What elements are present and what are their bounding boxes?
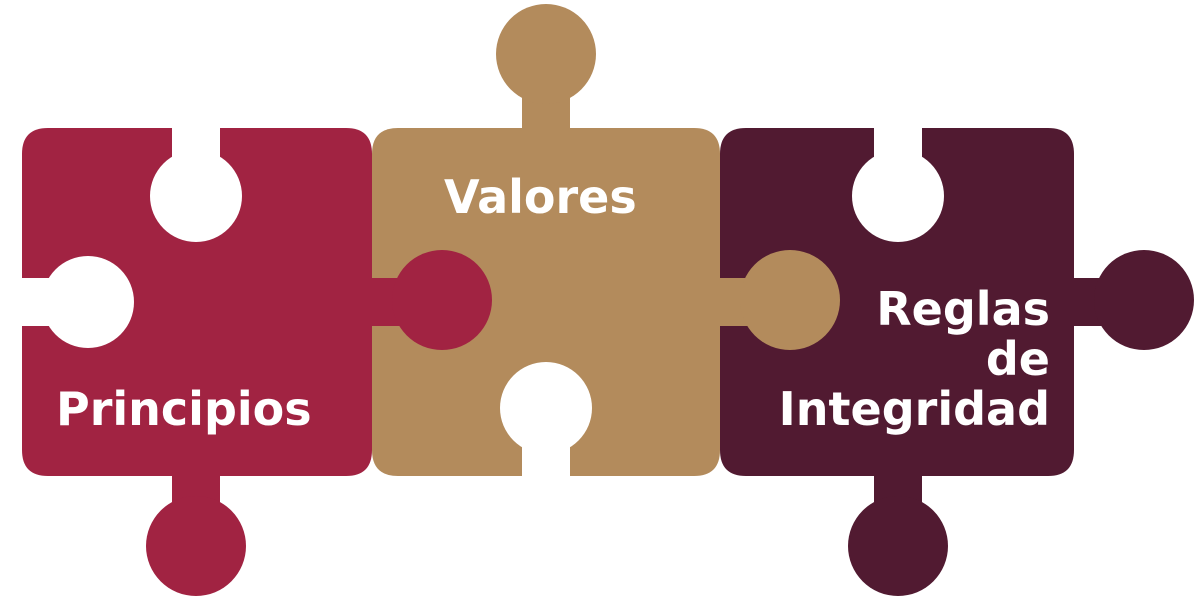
label-reglas-line-2: de (985, 332, 1050, 386)
label-valores: Valores (444, 170, 637, 224)
puzzle-piece-principios-tab (366, 250, 492, 350)
label-reglas-de-integridad: Reglas de Integridad (760, 284, 1050, 434)
label-principios: Principios (56, 382, 312, 436)
label-reglas-line-1: Reglas (876, 282, 1050, 336)
puzzle-piece-valores-tab (714, 250, 840, 350)
puzzle-piece-reglas (720, 120, 1194, 596)
label-reglas-line-3: Integridad (778, 382, 1050, 436)
puzzle-piece-valores (372, 4, 840, 484)
